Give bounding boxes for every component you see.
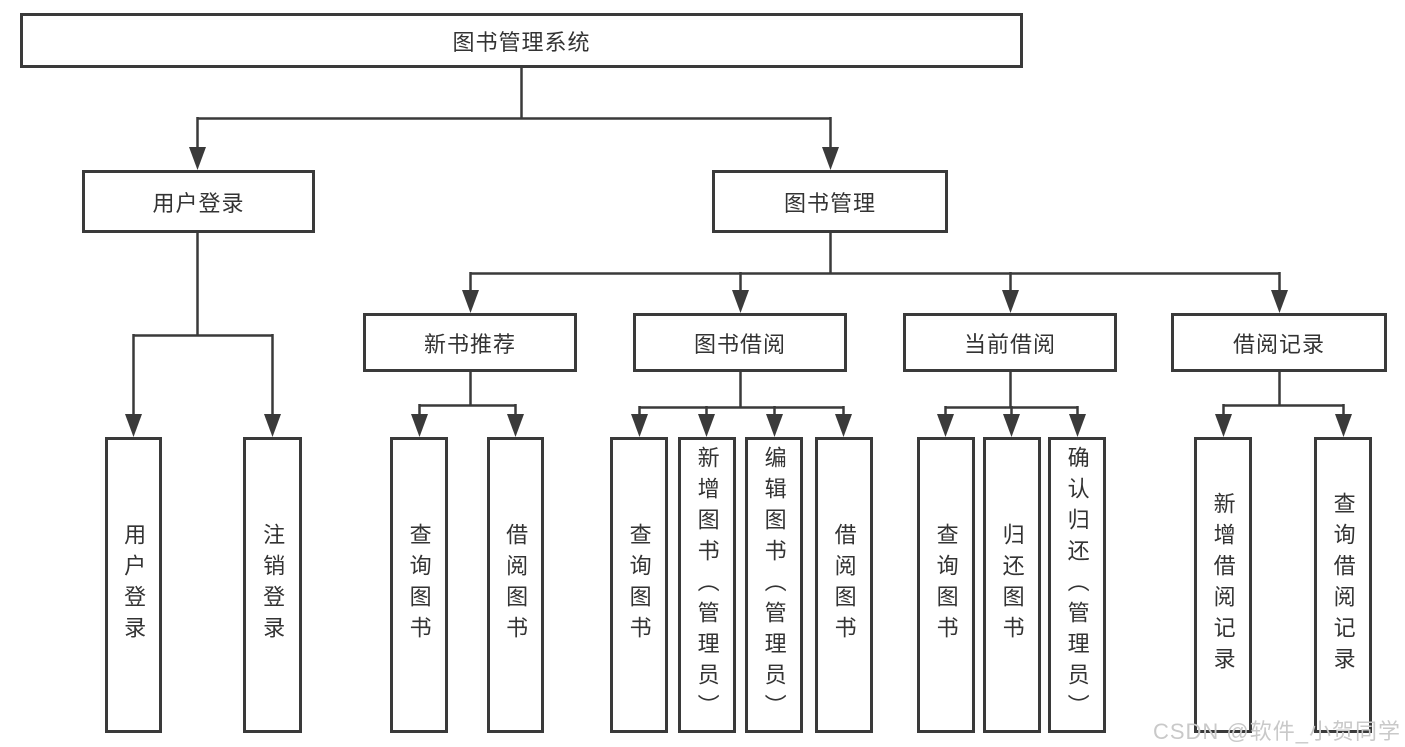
leaf-borrow-books-label: 借阅图书 bbox=[831, 523, 857, 647]
leaf-query-books-recommend: 查询图书 bbox=[390, 437, 448, 733]
leaf-borrow-books: 借阅图书 bbox=[815, 437, 873, 733]
node-book-borrowing: 图书借阅 bbox=[633, 313, 847, 372]
leaf-logout-login: 注销登录 bbox=[243, 437, 302, 733]
leaf-return-books: 归还图书 bbox=[983, 437, 1041, 733]
leaf-add-borrow-record-label: 新增借阅记录 bbox=[1210, 492, 1236, 678]
node-user-login-label: 用户登录 bbox=[152, 190, 245, 216]
leaf-query-books-borrow: 查询图书 bbox=[610, 437, 668, 733]
node-root-label: 图书管理系统 bbox=[452, 29, 591, 55]
node-new-book-recommend: 新书推荐 bbox=[363, 313, 577, 372]
node-new-book-recommend-label: 新书推荐 bbox=[423, 331, 516, 357]
leaf-borrow-books-recommend-label: 借阅图书 bbox=[503, 523, 529, 647]
node-book-mgmt-label: 图书管理 bbox=[783, 190, 876, 216]
leaf-borrow-books-recommend: 借阅图书 bbox=[487, 437, 544, 733]
node-book-borrowing-label: 图书借阅 bbox=[693, 331, 786, 357]
leaf-query-borrow-record-label: 查询借阅记录 bbox=[1330, 492, 1356, 678]
leaf-edit-books-admin-label: 编辑图书（管理员） bbox=[761, 445, 787, 725]
csdn-watermark: CSDN @软件_小贺同学 bbox=[1152, 719, 1401, 744]
leaf-query-books-borrow-label: 查询图书 bbox=[626, 523, 652, 647]
node-borrow-records: 借阅记录 bbox=[1171, 313, 1387, 372]
leaf-query-books-current-label: 查询图书 bbox=[933, 523, 959, 647]
leaf-confirm-return-admin: 确认归还（管理员） bbox=[1048, 437, 1106, 733]
node-current-borrowing-label: 当前借阅 bbox=[963, 331, 1056, 357]
leaf-edit-books-admin: 编辑图书（管理员） bbox=[745, 437, 803, 733]
leaf-logout-login-label: 注销登录 bbox=[260, 523, 286, 647]
leaf-user-login-label: 用户登录 bbox=[121, 523, 147, 647]
leaf-user-login: 用户登录 bbox=[105, 437, 162, 733]
leaf-confirm-return-admin-label: 确认归还（管理员） bbox=[1064, 445, 1090, 725]
leaf-query-books-recommend-label: 查询图书 bbox=[406, 523, 432, 647]
leaf-add-borrow-record: 新增借阅记录 bbox=[1194, 437, 1252, 733]
leaf-add-books-admin-label: 新增图书（管理员） bbox=[694, 445, 720, 725]
leaf-query-borrow-record: 查询借阅记录 bbox=[1314, 437, 1372, 733]
leaf-return-books-label: 归还图书 bbox=[999, 523, 1025, 647]
leaf-add-books-admin: 新增图书（管理员） bbox=[678, 437, 736, 733]
connector-edges bbox=[132, 68, 1345, 433]
node-borrow-records-label: 借阅记录 bbox=[1232, 331, 1325, 357]
arrowhead-icons bbox=[125, 147, 1352, 437]
node-user-login: 用户登录 bbox=[82, 170, 315, 233]
node-current-borrowing: 当前借阅 bbox=[903, 313, 1117, 372]
leaf-query-books-current: 查询图书 bbox=[917, 437, 975, 733]
node-root: 图书管理系统 bbox=[20, 13, 1023, 68]
node-book-mgmt: 图书管理 bbox=[712, 170, 948, 233]
